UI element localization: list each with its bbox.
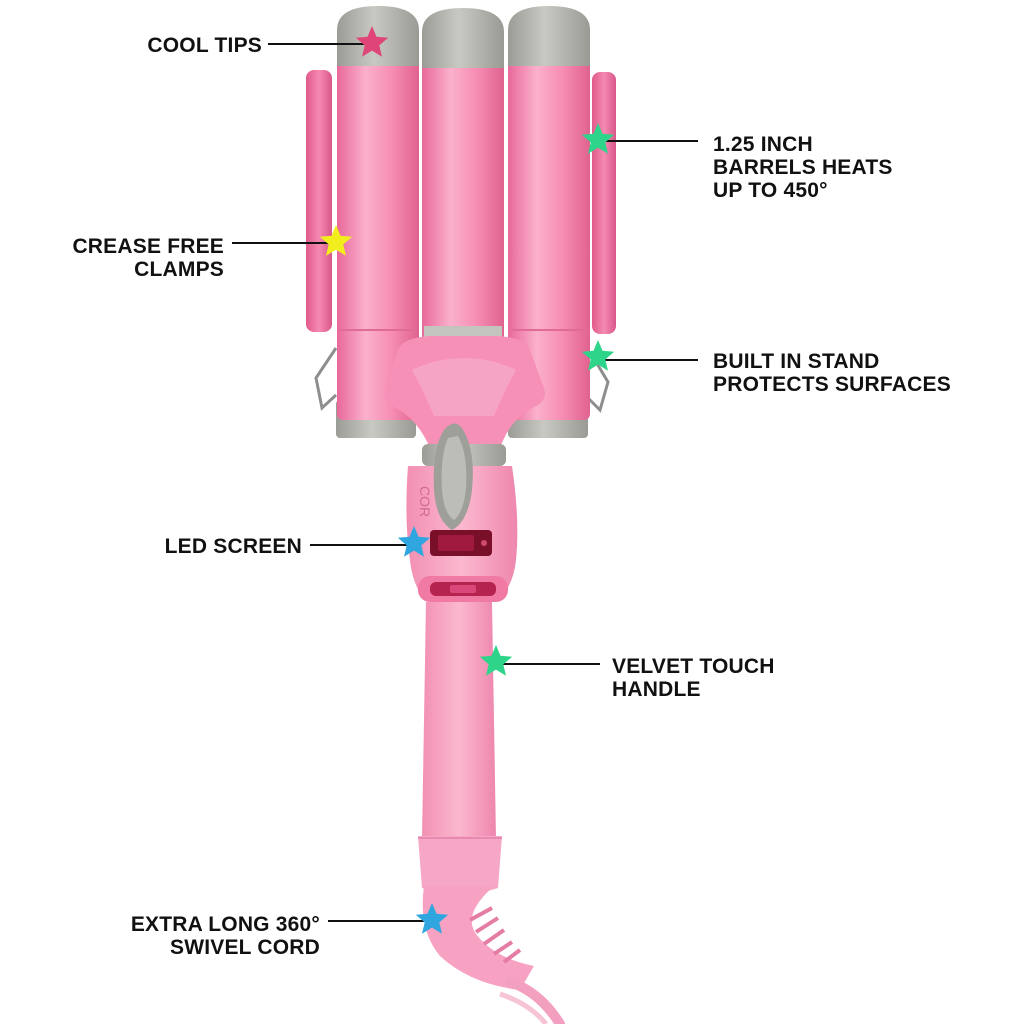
left-cool-tip: [337, 6, 419, 66]
star-led-icon: [397, 526, 431, 557]
cord-ridges: [469, 906, 522, 964]
stand-housing-highlight: [412, 358, 516, 416]
right-clamp: [592, 72, 616, 334]
callout-cord-line1: EXTRA LONG 360°: [130, 913, 320, 936]
callout-stand-line1: BUILT IN STAND: [713, 350, 880, 373]
star-cool-tips-icon: [355, 26, 389, 57]
led-display: [438, 535, 474, 551]
left-clamp: [306, 70, 332, 332]
callout-cord: EXTRA LONG 360° SWIVEL CORD: [80, 913, 320, 959]
callout-barrels-line3: UP TO 450°: [713, 179, 828, 202]
star-stand-icon: [581, 340, 615, 371]
star-barrels-icon: [581, 123, 615, 154]
middle-cool-tip: [422, 8, 504, 68]
callout-led-line1: LED SCREEN: [164, 535, 302, 558]
handle-lower: [422, 602, 496, 840]
callout-cool-tips: COOL TIPS: [100, 34, 262, 57]
callout-clamps-line2: CLAMPS: [134, 258, 224, 281]
callout-handle-line2: HANDLE: [612, 678, 701, 701]
power-cord-shadow: [499, 991, 548, 1024]
clamp-lever-highlight: [441, 436, 467, 520]
brand-text: COR: [417, 486, 433, 517]
callout-led: LED SCREEN: [120, 535, 302, 558]
callout-barrels-line1: 1.25 INCH: [713, 133, 813, 156]
led-button: [481, 540, 487, 546]
leader-lines: [232, 43, 698, 922]
callout-barrels: 1.25 INCH BARRELS HEATS UP TO 450°: [713, 133, 893, 202]
power-cord: [505, 977, 565, 1024]
callout-cool-tips-line1: COOL TIPS: [147, 34, 262, 57]
left-stand-wire: [314, 347, 338, 411]
right-stand-wire: [586, 351, 610, 413]
callout-cord-line2: SWIVEL CORD: [170, 936, 320, 959]
right-cool-tip: [508, 6, 590, 66]
handle-bottom-collar: [418, 836, 502, 894]
star-cord-icon: [415, 903, 449, 934]
swivel-cord-base: [422, 886, 534, 990]
callout-barrels-line2: BARRELS HEATS: [713, 156, 893, 179]
control-slot-highlight: [450, 585, 476, 593]
callout-handle: VELVET TOUCH HANDLE: [612, 655, 775, 701]
callout-handle-line1: VELVET TOUCH: [612, 655, 775, 678]
callout-stand-line2: PROTECTS SURFACES: [713, 373, 951, 396]
callout-stand: BUILT IN STAND PROTECTS SURFACES: [713, 350, 951, 396]
star-clamps-icon: [319, 225, 353, 256]
star-handle-icon: [479, 645, 513, 676]
middle-barrel: [422, 62, 504, 342]
callout-clamps: CREASE FREE CLAMPS: [40, 235, 224, 281]
callout-clamps-line1: CREASE FREE: [72, 235, 224, 258]
